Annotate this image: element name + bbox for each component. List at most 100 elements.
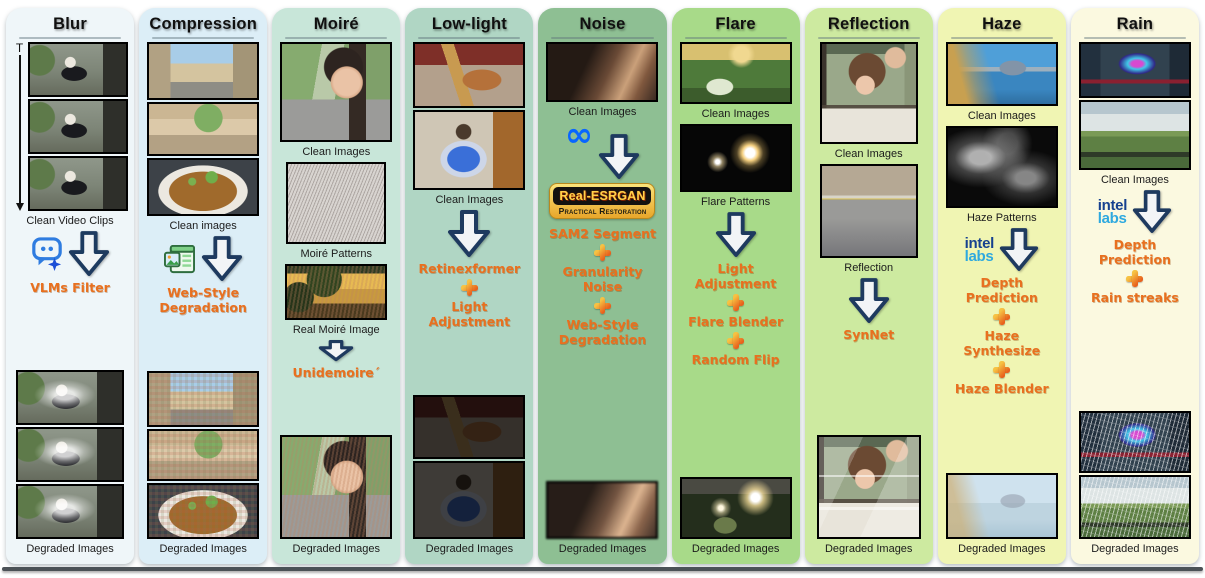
process-steps: SAM2 Segment Granularity Noise Web-Style… [549,226,656,347]
degraded-photo-tent [679,477,792,539]
intel-labs-logo: intel labs [1098,198,1128,226]
column-reflection: Reflection Clean Images Reflection SynNe… [804,8,933,564]
clean-image-stack [147,42,260,216]
degraded-photo-city [1078,411,1191,473]
clean-photo-dog [413,42,526,108]
columns-row: Blur T Clean Video Clips [6,8,1199,564]
clean-frame-stack [27,42,128,211]
title-underline [551,37,654,39]
title-underline [684,37,787,39]
title-underline [950,37,1053,39]
title-underline [18,37,122,39]
down-arrow-icon [68,231,109,276]
process-step: Retinexformer [418,261,521,276]
plus-icon [1126,270,1144,287]
degraded-photo-lake [945,473,1058,539]
plus-icon [727,294,745,311]
column-title: Noise [579,15,626,33]
down-arrow-icon [202,236,243,281]
column-title: Flare [715,15,756,33]
pattern-caption: Moiré Patterns [300,248,373,260]
down-arrow-icon [599,134,640,179]
reflection-caption: Reflection [844,262,894,274]
column-title: Compression [149,15,257,33]
column-moire: Moiré Clean Images Moiré Patterns Real M… [272,8,401,564]
column-noise: Noise Clean Images ∞ Real-ESRGAN Practic… [538,8,667,564]
clean-caption: Clean Video Clips [26,215,114,227]
intel-logo-text: intel [964,235,995,252]
column-rain: Rain Clean Images intel labs Depth Predi… [1070,8,1199,564]
down-arrow-icon [448,210,491,257]
title-underline [418,37,521,39]
clean-image-stack [1078,42,1191,170]
process-step: Depth Prediction [965,275,1038,305]
clean-video-frame [27,156,128,211]
column-low-light: Low-light Clean Images Retinexformer Lig… [405,8,534,564]
figure-bottom-rule [2,567,1203,571]
process-step: VLMs Filter [30,280,110,295]
process-icons-row: intel labs [1098,190,1172,234]
down-arrow-icon [715,212,756,257]
clean-caption: Clean Images [701,108,770,120]
degraded-video-frame [16,484,125,539]
clean-caption: Clean images [169,220,237,232]
degraded-photo-man [413,461,526,539]
title-underline [152,37,255,39]
degraded-image-stack [1078,411,1191,539]
degraded-photo-woman-dark [546,481,659,539]
degraded-photo-girl-window [816,435,921,539]
plus-icon [460,279,478,296]
degraded-image-stack [413,395,526,539]
degraded-photo-dog [413,395,526,459]
clean-photo-lake [945,42,1058,106]
moire-pattern-image [286,162,387,244]
clean-caption: Clean Images [302,146,371,158]
title-underline [817,37,920,39]
column-title: Blur [53,15,87,33]
plus-icon [993,308,1011,325]
degraded-photo-hills [1078,475,1191,539]
process-steps: Retinexformer Light Adjustment [419,261,521,329]
degraded-frame-stack [16,370,125,539]
clean-caption: Clean Images [568,106,637,118]
column-compression: Compression Clean images [139,8,268,564]
clean-photo-street [147,42,260,100]
degraded-video-frame [16,370,125,425]
degraded-caption: Degraded Images [558,543,647,555]
plus-icon [727,332,745,349]
clean-photo-city [1078,42,1191,98]
down-arrow-icon [319,340,354,362]
column-title: Low-light [431,15,507,33]
clean-photo-woman-dark [546,42,659,102]
pattern-caption: Haze Patterns [966,212,1037,224]
real-moire-caption: Real Moiré Image [292,324,380,336]
column-blur: Blur T Clean Video Clips [6,8,135,564]
process-icons-row [31,231,110,277]
process-step: Depth Prediction [1098,237,1172,267]
labs-logo-text: labs [964,248,994,265]
degraded-caption: Degraded Images [26,543,114,555]
meta-logo-icon: ∞ [564,115,594,155]
clean-image-stack [413,42,526,190]
degraded-caption: Degraded Images [824,543,913,555]
title-underline [1083,37,1187,39]
clean-photo-girl-window [819,42,918,144]
haze-pattern-image [945,126,1058,208]
column-title: Rain [1116,15,1154,33]
process-step: Light Adjustment [694,261,777,291]
process-step: SAM2 Segment [549,226,656,241]
process-icons-row: intel labs [965,228,1039,272]
process-step: Rain streaks [1091,290,1179,305]
process-step: Web-Style Degradation [558,317,647,347]
plus-icon [593,244,611,261]
process-icons-row [163,236,243,282]
time-axis-arrowhead-icon [15,203,24,211]
degraded-caption: Degraded Images [292,543,380,555]
process-step: SynNet [843,327,895,342]
column-title: Haze [982,15,1022,33]
clean-photo-man [413,110,526,190]
process-step: Unidemoire´ [292,365,381,380]
column-flare: Flare Clean Images Flare Patterns Light … [671,8,800,564]
down-arrow-icon [999,228,1039,271]
real-esrgan-badge: Real-ESRGAN Practical Restoration [549,183,656,219]
